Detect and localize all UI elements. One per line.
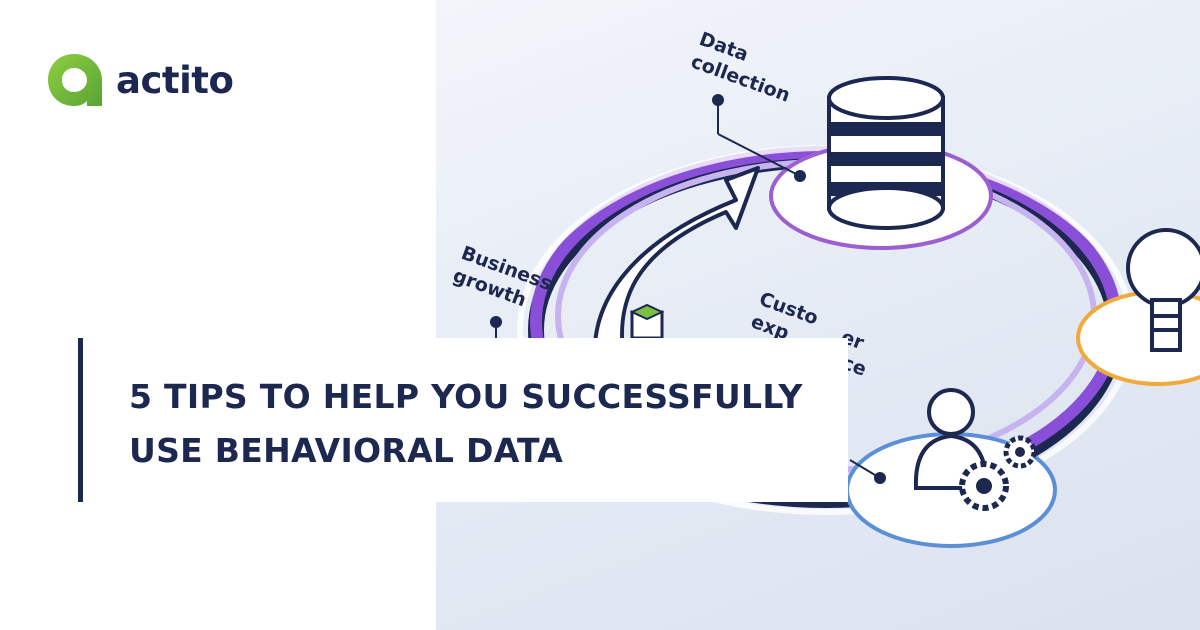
cycle-illustration: Data collection Business growth Custo ex… <box>450 28 1200 548</box>
illustration-panel: Data collection Business growth Custo ex… <box>436 0 1200 630</box>
headline-card: 5 TIPS TO HELP YOU SUCCESSFULLY USE BEHA… <box>78 338 848 502</box>
headline-line-2: USE BEHAVIORAL DATA <box>129 431 564 470</box>
lightbulb-icon <box>1126 228 1200 352</box>
label-pins <box>490 94 886 484</box>
user-gear-icon <box>913 388 1037 511</box>
actito-logo-wordmark: actito <box>116 58 234 102</box>
headline: 5 TIPS TO HELP YOU SUCCESSFULLY USE BEHA… <box>129 370 849 478</box>
headline-line-1: 5 TIPS TO HELP YOU SUCCESSFULLY <box>129 377 803 416</box>
actito-logo-mark-icon <box>48 54 102 106</box>
bar-chart-icon <box>629 303 665 340</box>
database-icon <box>827 76 945 230</box>
headline-accent-bar <box>78 338 83 502</box>
actito-logo: actito <box>46 52 234 108</box>
